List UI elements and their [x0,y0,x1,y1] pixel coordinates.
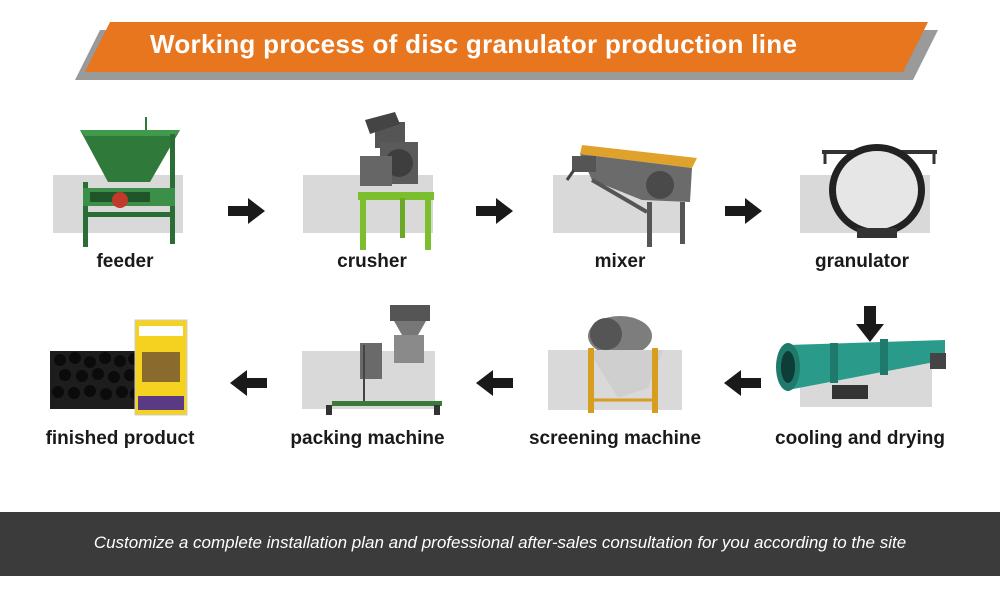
arrow-right-icon [725,198,762,224]
horizontal-mixer-icon [553,145,697,247]
crusher-label: crusher [337,251,407,272]
arrow-right-icon [476,198,513,224]
title-banner [75,22,938,80]
arrow-left-icon [476,370,513,396]
arrow-left-icon [230,370,267,396]
banner-ribbon [85,22,928,72]
cooling-and-drying-label: cooling and drying [775,428,945,449]
screening-machine-label: screening machine [528,428,702,449]
crusher-machine-icon [303,112,434,250]
feeder-label: feeder [96,251,154,272]
finished-product-label: finished product [45,428,195,449]
disc-granulator-icon [800,144,937,238]
mixer-label: mixer [594,251,646,272]
page-title: Working process of disc granulator produ… [150,29,798,59]
footer-bar: Customize a complete installation plan a… [0,512,1000,576]
arrow-down-icon [856,306,884,342]
arrow-right-icon [228,198,265,224]
packing-machine-icon [302,305,442,415]
footer-text: Customize a complete installation plan a… [93,533,907,552]
packing-machine-label: packing machine [290,428,445,449]
granulator-label: granulator [815,251,909,272]
rotary-screen-icon [548,316,682,413]
fertilizer-bag-icon [50,319,188,416]
feeder-hopper-icon [53,117,183,247]
rotary-dryer-icon [776,339,946,407]
arrow-left-icon [724,370,761,396]
